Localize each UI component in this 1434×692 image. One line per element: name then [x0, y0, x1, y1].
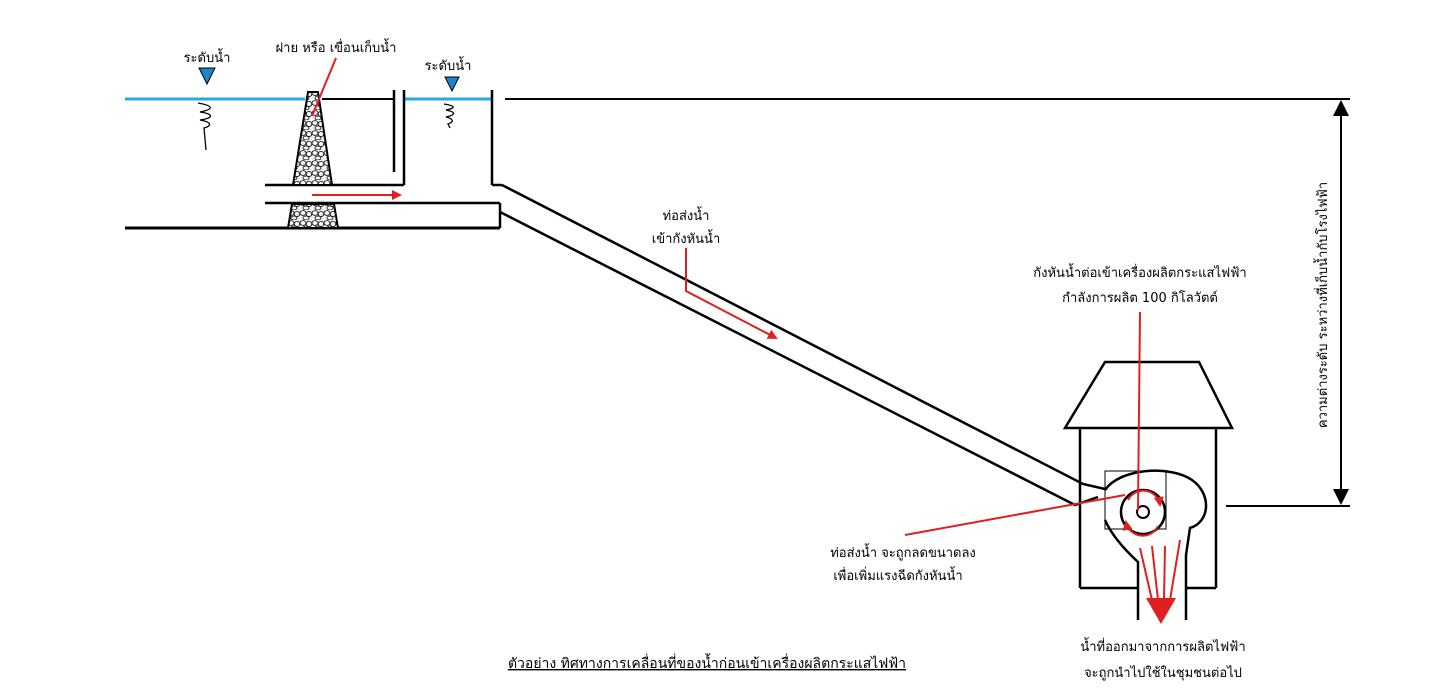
water-level-label-left: ระดับน้ำ [184, 48, 231, 66]
dam-label-pointer [311, 57, 337, 117]
dam-lower [286, 203, 340, 229]
water-wave-left-icon [197, 102, 212, 151]
turbine-casing [1103, 469, 1208, 620]
nozzle-label-pointer [904, 494, 1126, 536]
nozzle-label-line1: ท่อส่งน้ำ จะถูกลดขนาดลง [830, 543, 976, 561]
turbine-label-line1: กังหันน้ำต่อเข้าเครื่องผลิตกระแสไฟฟ้า [1033, 263, 1246, 281]
turbine-rotation-arrow [1127, 489, 1164, 507]
powerhouse-roof [1062, 360, 1235, 430]
head-arrow-down-icon [1333, 489, 1349, 505]
penstock-label-line2: เข้ากังหันน้ำ [652, 229, 721, 247]
turbine-label-line2: กำลังการผลิต 100 กิโลวัตต์ [1062, 290, 1218, 306]
turbine-rotation-arrow-2 [1122, 520, 1159, 537]
head-label: ความต่างระดับ ระหว่างที่เก็บน้ำกับโรงไฟฟ… [1313, 182, 1331, 428]
outflow-arrow-1 [1139, 547, 1153, 601]
penstock-label-line1: ท่อส่งน้ำ [663, 206, 710, 224]
nozzle-label-line2: เพื่อเพิ่มแรงฉีดกังหันน้ำ [833, 566, 962, 584]
water-level-marker-right-icon [444, 76, 460, 93]
diagram-caption: ตัวอย่าง ทิศทางการเคลื่อนที่ของน้ำก่อนเข… [508, 653, 906, 672]
outflow-arrowhead [1146, 598, 1176, 624]
outflow-arrow-2 [1151, 545, 1159, 601]
dam-upper [291, 91, 334, 186]
dam-label: ฝาย หรือ เขื่อนเก็บน้ำ [276, 38, 397, 56]
turbine-label-pointer [1137, 311, 1141, 511]
outflow-arrow-3 [1163, 545, 1166, 601]
head-arrow-up-icon [1333, 100, 1349, 116]
water-level-marker-left-icon [198, 67, 216, 86]
outflow-label-line1: น้ำที่ออกมาจากการผลิตไฟฟ้า [1080, 637, 1245, 655]
penstock-upper [501, 183, 1106, 491]
penstock-lower [499, 210, 1099, 507]
penstock-flow-arrow [685, 248, 778, 339]
water-wave-right-icon [443, 103, 455, 129]
outflow-label-line2: จะถูกนำไปใช้ในชุมชนต่อไป [1084, 665, 1242, 681]
turbine-hub [1136, 505, 1150, 519]
water-level-label-right: ระดับน้ำ [425, 56, 472, 74]
outflow-arrow-4 [1169, 539, 1181, 601]
